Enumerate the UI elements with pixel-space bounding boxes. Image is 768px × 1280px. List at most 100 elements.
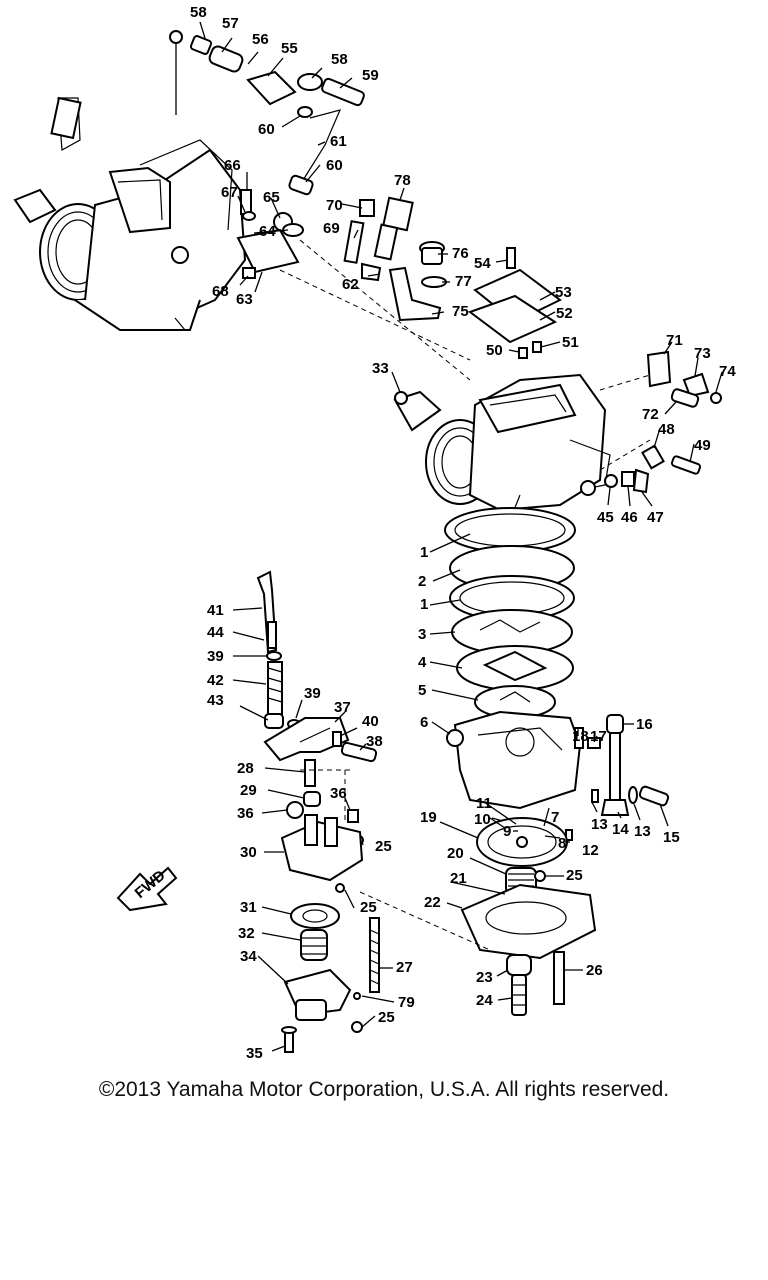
copyright-notice: ©2013 Yamaha Motor Corporation, U.S.A. A…	[98, 1078, 670, 1101]
callout: 26	[586, 962, 603, 979]
callout: 24	[476, 992, 493, 1009]
callout: 46	[621, 509, 638, 526]
callout: 15	[663, 829, 680, 846]
callout: 33	[372, 360, 389, 377]
callout: 10	[474, 811, 491, 828]
callout: 69	[323, 220, 340, 237]
callout: 34	[240, 948, 257, 965]
callout: 60	[258, 121, 275, 138]
lower-diaphragm-parts	[359, 817, 597, 1016]
carburetor-exploded-diagram: FWD	[13, 4, 736, 1062]
callout: 16	[636, 716, 653, 733]
callout: 72	[642, 406, 659, 423]
callout: 58	[190, 4, 207, 21]
callout: 56	[252, 31, 269, 48]
callout: 55	[281, 40, 298, 57]
callout: 29	[240, 782, 257, 799]
callout: 23	[476, 969, 493, 986]
callout: 22	[424, 894, 441, 911]
callout: 7	[551, 809, 559, 826]
main-carburetor-body	[393, 373, 611, 516]
callout: 39	[304, 685, 321, 702]
callout: 13	[634, 823, 651, 840]
callout: 30	[240, 844, 257, 861]
callout: 6	[420, 714, 428, 731]
callout: 42	[207, 672, 224, 689]
callout: 76	[452, 245, 469, 262]
part-callouts: 58 57 56 55 58 59 60 61 60 66 67 65 64 7…	[190, 4, 736, 1062]
callout: 45	[597, 509, 614, 526]
callout: 54	[474, 255, 491, 272]
lever-assembly	[256, 570, 380, 1053]
callout: 48	[658, 421, 675, 438]
callout: 52	[556, 305, 573, 322]
callout: 57	[222, 15, 239, 32]
callout: 28	[237, 760, 254, 777]
callout: 70	[326, 197, 343, 214]
callout: 11	[476, 795, 492, 812]
callout: 73	[694, 345, 711, 362]
callout: 9	[503, 823, 511, 840]
callout: 79	[398, 994, 415, 1011]
callout: 77	[455, 273, 472, 290]
callout: 64	[259, 223, 276, 240]
callout: 50	[486, 342, 503, 359]
upper-carburetor-body	[13, 96, 247, 331]
callout: 43	[207, 692, 224, 709]
callout: 17	[590, 728, 607, 745]
callout: 36	[330, 785, 347, 802]
mid-small-parts	[236, 189, 562, 381]
callout: 61	[330, 133, 347, 150]
callout: 36	[237, 805, 254, 822]
callout: 59	[362, 67, 379, 84]
callout: 25	[566, 867, 583, 884]
callout: 74	[719, 363, 736, 380]
callout: 25	[378, 1009, 395, 1026]
callout: 60	[326, 157, 343, 174]
callout: 18	[572, 728, 589, 745]
callout: 20	[447, 845, 464, 862]
callout: 25	[360, 899, 377, 916]
callout: 51	[562, 334, 579, 351]
callout: 63	[236, 291, 253, 308]
callout: 13	[591, 816, 608, 833]
leader-lines	[199, 21, 723, 1052]
callout: 65	[263, 189, 280, 206]
callout: 38	[366, 733, 383, 750]
callout: 27	[396, 959, 413, 976]
callout: 62	[342, 276, 359, 293]
callout: 8	[558, 835, 566, 852]
callout: 31	[240, 899, 257, 916]
callout: 35	[246, 1045, 263, 1062]
callout: 39	[207, 648, 224, 665]
gasket-stack	[444, 507, 576, 719]
pump-body	[446, 710, 670, 816]
callout: 41	[207, 602, 224, 619]
callout: 21	[450, 870, 467, 887]
callout: 37	[334, 699, 351, 716]
callout: 44	[207, 624, 224, 641]
callout: 67	[221, 184, 238, 201]
right-side-parts	[599, 350, 722, 494]
callout: 4	[418, 654, 427, 671]
callout: 53	[555, 284, 572, 301]
callout: 12	[582, 842, 599, 859]
callout: 78	[394, 172, 411, 189]
callout: 19	[420, 809, 437, 826]
callout: 2	[418, 573, 426, 590]
callout: 66	[224, 157, 241, 174]
callout: 68	[212, 283, 229, 300]
callout: 49	[694, 437, 711, 454]
callout: 71	[666, 332, 683, 349]
callout: 5	[418, 682, 426, 699]
callout: 1	[420, 544, 428, 561]
callout: 40	[362, 713, 379, 730]
throttle-link-parts	[169, 30, 365, 196]
callout: 47	[647, 509, 664, 526]
callout: 3	[418, 626, 426, 643]
callout: 1	[420, 596, 428, 613]
callout: 14	[612, 821, 629, 838]
callout: 58	[331, 51, 348, 68]
callout: 75	[452, 303, 469, 320]
callout: 32	[238, 925, 255, 942]
